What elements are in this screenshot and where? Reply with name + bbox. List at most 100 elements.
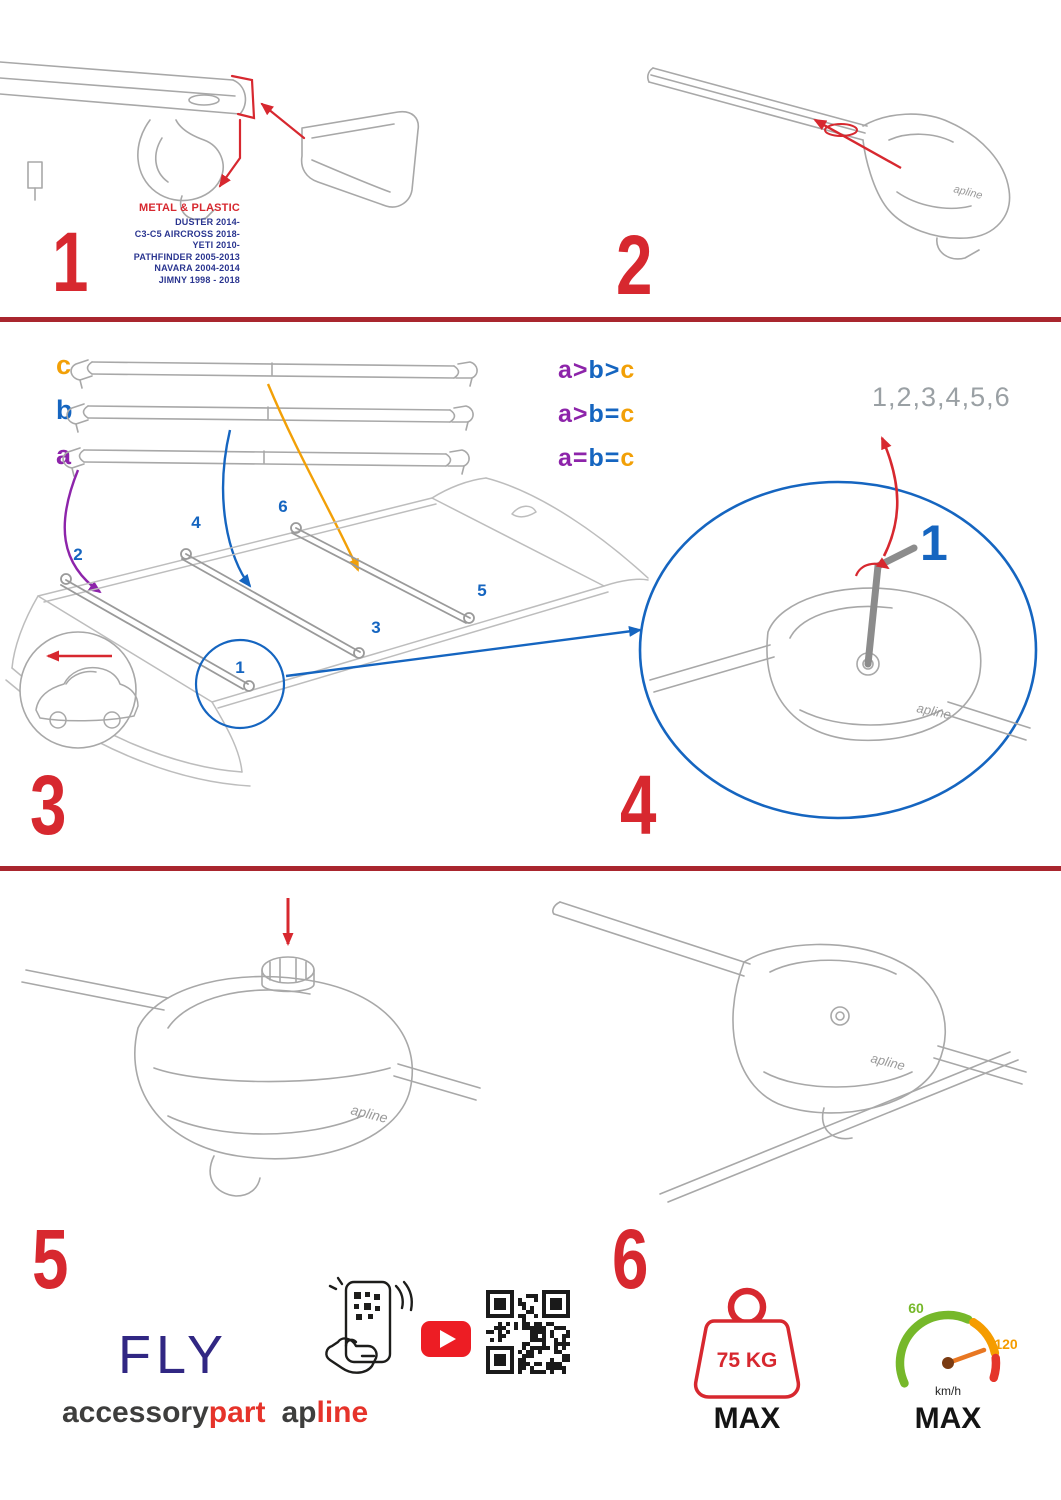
material-label: METAL & PLASTIC [139, 202, 240, 214]
allen-key-drawing [864, 544, 918, 668]
tightening-sequence: 1,2,3,4,5,6 [872, 382, 1011, 412]
product-name: FLY [118, 1325, 229, 1385]
vehicle-item: JIMNY 1998 - 2018 [158, 274, 240, 285]
step5-number: 5 [32, 1212, 69, 1306]
comparison-token: a [558, 356, 573, 384]
brand-mark-on-clamp: apline [349, 1101, 389, 1126]
mounted-clamp-linework [552, 901, 1027, 1203]
weight-max-label: MAX [713, 1402, 781, 1435]
crossbar-foot-linework [0, 61, 420, 221]
comparison-token: > [604, 356, 621, 384]
brand-ap: ap [281, 1396, 317, 1429]
speed-low-label: 60 [908, 1300, 924, 1316]
step3-number: 3 [30, 758, 67, 852]
position-number-5: 5 [477, 581, 486, 600]
comparison-token: a [558, 444, 573, 472]
gauge-orange-arc [969, 1318, 1000, 1358]
speed-limit-icon: 60 120 km/h [895, 1300, 1017, 1398]
brand-mark-on-foot: apline [952, 183, 983, 202]
bar-length-comparisons: a>b>c a>b=c a=b=c [558, 356, 635, 488]
step2-number: 2 [616, 218, 653, 312]
brand-part: part [208, 1396, 266, 1429]
youtube-icon [421, 1321, 471, 1357]
arrow-bar-a-to-front-position [63, 469, 102, 594]
speed-max-label: MAX [914, 1402, 982, 1435]
arrow-to-detail-circle [285, 625, 642, 678]
step4-number: 4 [620, 758, 657, 852]
brand-mark-on-clamp: apline [869, 1050, 906, 1073]
section-divider [0, 317, 1061, 322]
comparison-token: = [604, 444, 621, 472]
weight-body [693, 1319, 801, 1399]
bar-label-b: b [56, 395, 73, 425]
comparison-row: a=b=c [558, 444, 635, 473]
position-number-3: 3 [371, 618, 380, 637]
crossbar-c-drawing [70, 359, 478, 389]
gauge-green-arc [895, 1310, 973, 1388]
step1-red-arrows [218, 74, 306, 188]
weight-value: 75 KG [717, 1349, 778, 1372]
bar-label-c: c [56, 350, 72, 380]
comparison-token: = [572, 444, 589, 472]
comparison-token: > [572, 356, 589, 384]
step1-exploded-view-drawing [0, 61, 420, 221]
clamp-detail-linework [649, 587, 1031, 742]
brand-mark-on-clamp: apline [915, 700, 952, 722]
comparison-token: c [620, 400, 636, 428]
section-divider [0, 866, 1061, 871]
step2-red-arrow [813, 118, 902, 170]
vehicle-item: NAVARA 2004-2014 [154, 263, 240, 273]
detail-highlight-circle [638, 480, 1038, 820]
clamp-with-knob-linework [21, 956, 481, 1197]
comparison-row: a>b=c [558, 400, 635, 429]
vehicle-item: YETI 2010- [192, 240, 240, 250]
brand-accessory: accessory [62, 1396, 209, 1429]
weight-handle [727, 1287, 767, 1327]
vehicle-item: C3-C5 AIRCROSS 2018- [134, 228, 240, 239]
comparison-token: b [588, 400, 605, 428]
position-number-6: 6 [278, 497, 287, 516]
comparison-token: c [620, 356, 636, 384]
sequence-step-highlight: 1 [920, 515, 948, 571]
position-number-4: 4 [191, 513, 201, 532]
phone-scan-icon [325, 1276, 413, 1374]
weight-limit-icon: 75 KG [693, 1287, 801, 1399]
comparison-token: b [588, 356, 605, 384]
comparison-token: b [588, 444, 605, 472]
step5-knob-drawing: apline [21, 898, 481, 1197]
rotation-arrow [854, 557, 890, 577]
step6-number: 6 [612, 1212, 649, 1306]
step4-detail-drawing: apline [638, 436, 1038, 820]
gauge-red-arc [989, 1353, 1001, 1383]
gauge-needle-hub [942, 1357, 954, 1369]
comparison-token: > [572, 400, 589, 428]
gauge-needle [945, 1347, 987, 1366]
vehicle-item: PATHFINDER 2005-2013 [133, 251, 240, 262]
bar-and-foot-linework [647, 67, 1011, 260]
phone-qr-pixels [354, 1292, 380, 1320]
position-number-2: 2 [73, 545, 82, 564]
comparison-token: = [604, 400, 621, 428]
speed-unit-label: km/h [935, 1384, 961, 1398]
comparison-row: a>b>c [558, 356, 635, 385]
comparison-token: a [558, 400, 573, 428]
step1-vehicle-list: METAL & PLASTIC DUSTER 2014- C3-C5 AIRCR… [70, 202, 240, 286]
crossbar-b-drawing [66, 403, 474, 433]
step2-bar-end-drawing: apline [647, 67, 1011, 260]
step6-mounted-clamp-drawing: apline [552, 901, 1027, 1203]
arrow-to-sequence [880, 436, 899, 557]
position-1-highlight-circle [194, 638, 286, 730]
position-numbers: 1 2 3 4 5 6 [73, 497, 486, 677]
step1-number: 1 [52, 215, 89, 309]
car-direction-inset [19, 631, 139, 749]
position-number-1: 1 [235, 658, 244, 677]
step3-roof-layout-drawing: 1 2 3 4 5 6 [5, 359, 649, 787]
arrow-bar-c-to-rear-position [266, 383, 360, 572]
vehicle-item: DUSTER 2014- [175, 217, 240, 227]
brand-line: line [316, 1396, 369, 1429]
arrow-bar-b-to-middle-position [221, 429, 252, 588]
crossbar-a-drawing [62, 447, 470, 477]
comparison-token: c [620, 444, 636, 472]
